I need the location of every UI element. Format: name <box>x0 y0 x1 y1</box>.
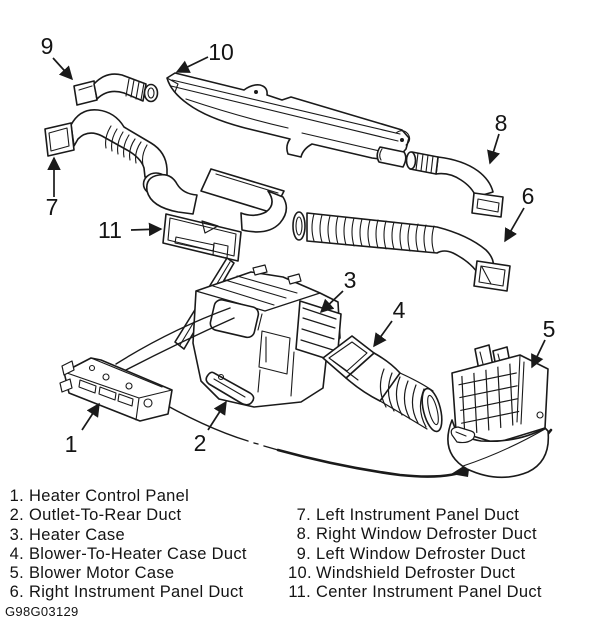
legend-number: 2. <box>9 506 24 525</box>
legend-item-4: 4. Blower-To-Heater Case Duct <box>9 545 247 564</box>
callout-numbers: 1 2 3 4 5 6 7 8 9 10 11 <box>41 33 556 457</box>
callout-5: 5 <box>543 316 556 342</box>
legend-number: 3. <box>9 525 24 544</box>
callout-arrow-6 <box>504 207 525 243</box>
legend-number: 5. <box>9 564 24 583</box>
heater-case-part <box>174 257 342 408</box>
legend-text: Right Instrument Panel Duct <box>29 583 244 602</box>
callout-4: 4 <box>393 297 406 323</box>
legend-column-left: 1. Heater Control Panel 2. Outlet-To-Rea… <box>9 487 247 603</box>
legend-number: 10. <box>288 563 312 582</box>
legend-text: Windshield Defroster Duct <box>316 563 516 582</box>
callout-10: 10 <box>208 39 234 65</box>
legend-number: 1. <box>9 487 24 505</box>
legend-text: Outlet-To-Rear Duct <box>29 506 182 525</box>
callout-8: 8 <box>495 110 508 136</box>
callout-arrow-9 <box>52 57 74 81</box>
callout-arrow-10 <box>175 56 209 73</box>
callout-arrow-2 <box>207 400 227 431</box>
legend-number: 6. <box>9 583 24 602</box>
figure-code: G98G03129 <box>5 604 79 619</box>
callout-2: 2 <box>194 430 207 456</box>
legend-item-10: 10. Windshield Defroster Duct <box>288 564 542 583</box>
legend-column-right: 7. Left Instrument Panel Duct 8. Right W… <box>288 506 542 602</box>
legend-text: Center Instrument Panel Duct <box>316 583 542 602</box>
right-window-defroster-duct-part <box>405 151 504 218</box>
callout-arrow-11 <box>130 222 163 237</box>
legend-text: Blower-To-Heater Case Duct <box>29 544 247 563</box>
callout-6: 6 <box>522 183 535 209</box>
legend-text: Left Window Defroster Duct <box>316 544 526 563</box>
callout-1: 1 <box>65 431 78 457</box>
legend-item-5: 5. Blower Motor Case <box>9 564 247 583</box>
right-instrument-panel-duct-part <box>292 211 511 292</box>
legend-item-6: 6. Right Instrument Panel Duct <box>9 583 247 602</box>
legend-item-8: 8. Right Window Defroster Duct <box>288 525 542 544</box>
blower-motor-case-part <box>447 344 550 479</box>
legend-item-11: 11. Center Instrument Panel Duct <box>288 583 542 602</box>
callout-arrow-4 <box>373 320 393 348</box>
legend-number: 7. <box>296 506 311 524</box>
callout-7: 7 <box>46 194 59 220</box>
legend-item-2: 2. Outlet-To-Rear Duct <box>9 506 247 525</box>
center-instrument-panel-duct-part <box>145 168 288 262</box>
outlet-to-rear-duct-part <box>205 371 255 406</box>
legend-number: 9. <box>296 544 311 563</box>
callout-arrow-3 <box>319 290 344 314</box>
callout-arrows <box>47 56 546 431</box>
legend-item-1: 1. Heater Control Panel <box>9 487 247 506</box>
callout-11: 11 <box>98 217 122 243</box>
windshield-defroster-duct-part <box>166 72 411 168</box>
legend-item-9: 9. Left Window Defroster Duct <box>288 545 542 564</box>
left-window-defroster-duct-part <box>73 73 159 106</box>
callout-9: 9 <box>41 33 54 59</box>
callout-arrow-1 <box>81 402 100 431</box>
legend-text: Blower Motor Case <box>29 564 175 583</box>
callout-3: 3 <box>344 267 357 293</box>
legend-text: Right Window Defroster Duct <box>316 525 537 544</box>
legend-number: 4. <box>9 544 24 563</box>
legend-text: Left Instrument Panel Duct <box>316 506 520 524</box>
legend-item-3: 3. Heater Case <box>9 526 247 545</box>
exploded-parts-drawing: 1 2 3 4 5 6 7 8 9 10 11 <box>41 33 556 479</box>
legend-number: 11. <box>288 583 311 602</box>
legend-text: Heater Case <box>29 525 125 544</box>
legend-text: Heater Control Panel <box>29 487 190 505</box>
blower-to-heater-case-duct-part <box>322 335 443 433</box>
legend-item-7: 7. Left Instrument Panel Duct <box>288 506 542 525</box>
callout-arrow-5 <box>531 339 546 369</box>
callout-arrow-8 <box>487 133 501 165</box>
legend-number: 8. <box>296 525 311 544</box>
